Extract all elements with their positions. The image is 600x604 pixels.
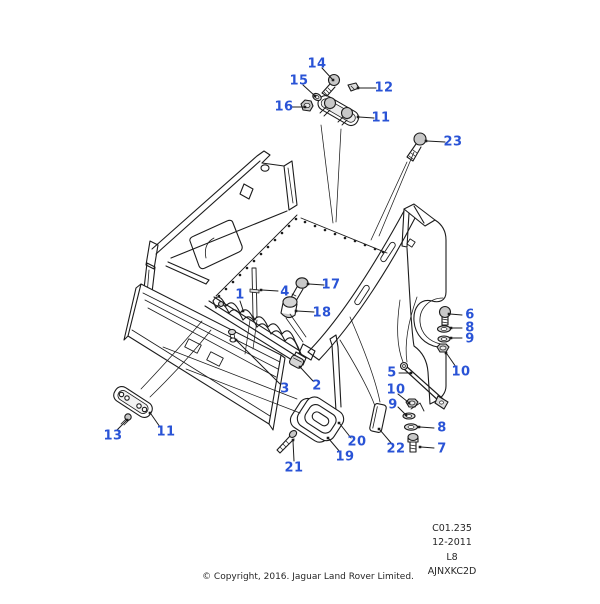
leader-lines — [116, 67, 463, 462]
callout-11-4: 11 — [371, 110, 391, 126]
callout-9-12: 9 — [465, 331, 475, 347]
callout-23-5: 23 — [443, 134, 463, 150]
callout-10-15: 10 — [386, 382, 406, 398]
callout-8-11: 8 — [465, 320, 475, 336]
callout-19-23: 19 — [335, 449, 355, 465]
copyright-notice: © Copyright, 2016. Jaguar Land Rover Lim… — [202, 572, 414, 582]
callout-14-0: 14 — [307, 56, 327, 72]
callout-17-6: 17 — [321, 277, 341, 293]
callout-2-20: 2 — [312, 378, 322, 394]
callout-20-22: 20 — [347, 434, 367, 450]
hardware-stack-upper — [436, 305, 452, 353]
bed-left-sidewall — [142, 150, 298, 302]
callout-10-13: 10 — [451, 364, 471, 380]
bottom-hinge-bracket — [113, 385, 153, 426]
callout-21-24: 21 — [284, 460, 304, 476]
fasteners-center — [249, 267, 309, 369]
drawing-reference-block: C01.235 12-2011 L8 AJNXKC2D — [402, 522, 502, 580]
callout-7-18: 7 — [437, 441, 447, 457]
bolt-23 — [406, 132, 427, 162]
callout-13-25: 13 — [103, 428, 123, 444]
catalog-code: AJNXKC2D — [427, 566, 477, 578]
callout-22-19: 22 — [386, 441, 406, 457]
callout-1-9: 1 — [235, 287, 245, 303]
callout-8-17: 8 — [437, 420, 447, 436]
callout-9-16: 9 — [388, 397, 398, 413]
callout-4-8: 4 — [280, 284, 290, 300]
callout-16-2: 16 — [274, 99, 294, 115]
callout-18-7: 18 — [312, 305, 332, 321]
callout-11-26: 11 — [156, 424, 176, 440]
page-code: L8 — [446, 551, 458, 563]
seal-strip — [212, 296, 307, 366]
callout-5-14: 5 — [387, 365, 397, 381]
tailgate-panel — [123, 283, 286, 431]
callout-3-21: 3 — [280, 381, 290, 397]
projection-lines — [140, 124, 418, 414]
callout-15-1: 15 — [289, 73, 309, 89]
floor-rivet-holes — [217, 217, 385, 298]
bed-floor-and-right-wall — [204, 203, 447, 412]
hinge-plate-assembly — [300, 73, 360, 127]
stay-rod — [399, 361, 449, 412]
callout-6-10: 6 — [465, 307, 475, 323]
callout-12-3: 12 — [374, 80, 394, 96]
date-code: 12-2011 — [432, 537, 472, 549]
latch-and-brackets — [276, 396, 387, 454]
drawing-number: C01.235 — [432, 523, 472, 534]
